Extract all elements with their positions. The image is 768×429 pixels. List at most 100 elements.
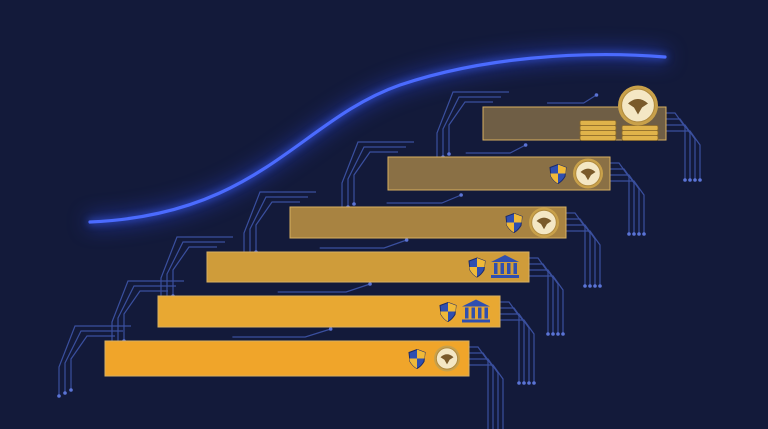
shield-quarter <box>550 173 558 184</box>
bank-column <box>478 307 482 319</box>
circuit-trace-left <box>64 330 123 393</box>
shield-quarter <box>440 311 448 322</box>
circuit-trace-right <box>469 358 499 429</box>
circuit-traces <box>57 91 702 429</box>
bank-roof <box>462 299 490 307</box>
circuit-trace-top <box>547 94 597 104</box>
circuit-node <box>594 93 599 97</box>
shield-quarter <box>417 349 425 359</box>
coin <box>621 125 659 131</box>
circuit-node <box>404 238 409 242</box>
shield-quarter <box>469 267 477 277</box>
circuit-trace-left <box>353 151 398 204</box>
staircase-steps <box>104 85 667 377</box>
circuit-node <box>593 284 597 288</box>
circuit-node <box>523 143 528 147</box>
circuit-trace-left <box>448 101 493 154</box>
bank-column <box>513 263 517 274</box>
shield-icon <box>468 257 486 278</box>
circuit-node <box>546 332 550 336</box>
eagle-emblem <box>440 354 454 365</box>
seal-icon <box>434 345 460 372</box>
shield-quarter <box>477 258 485 267</box>
circuit-trace-left <box>70 335 115 390</box>
circuit-trace-right <box>500 307 525 383</box>
circuit-node <box>447 152 451 156</box>
circuit-trace-right <box>566 230 601 286</box>
coin-stack-icon <box>579 120 659 141</box>
bank-column <box>471 307 475 319</box>
circuit-trace-right <box>610 162 630 234</box>
bank-column <box>484 307 488 319</box>
circuit-node <box>683 178 687 182</box>
step-bar <box>289 206 567 239</box>
circuit-trace-left <box>442 96 501 157</box>
circuit-trace-top <box>465 144 526 154</box>
bank-icon <box>491 255 519 278</box>
bank-column <box>507 263 511 274</box>
circuit-node <box>632 232 636 236</box>
circuit-trace-right <box>529 275 564 334</box>
circuit-trace-right <box>566 218 591 286</box>
circuit-trace-left <box>436 91 509 160</box>
circuit-node <box>598 284 602 288</box>
circuit-trace-right <box>666 124 696 180</box>
bank-base <box>491 275 519 278</box>
circuit-trace-right <box>566 224 596 286</box>
circuit-trace-left <box>172 246 217 296</box>
circuit-node <box>688 178 692 182</box>
eagle-emblem <box>580 168 596 181</box>
circuit-trace-top <box>277 283 371 293</box>
shield-icon <box>439 301 457 323</box>
circuit-trace-top <box>386 194 462 204</box>
circuit-trace-right <box>469 364 504 429</box>
circuit-node <box>583 284 587 288</box>
bank-column <box>494 263 498 274</box>
bank-base <box>462 319 490 323</box>
shield-icon <box>549 163 567 185</box>
shield-icon <box>505 212 523 234</box>
circuit-trace-left <box>117 285 176 344</box>
circuit-trace-left <box>249 196 308 255</box>
circuit-node <box>637 232 641 236</box>
circuit-trace-left <box>347 146 406 207</box>
shield-quarter <box>448 302 456 312</box>
circuit-node <box>642 232 646 236</box>
growth-curve <box>88 53 667 224</box>
shield-quarter <box>506 222 514 233</box>
shield-quarter <box>409 358 417 369</box>
bank-roof <box>491 255 519 262</box>
step-1 <box>104 340 470 377</box>
circuit-trace-left <box>123 290 168 341</box>
circuit-trace-right <box>666 118 691 180</box>
coin <box>579 125 617 131</box>
circuit-node <box>561 332 565 336</box>
bank-column <box>465 307 469 319</box>
circuit-trace-right <box>529 263 554 334</box>
circuit-node <box>527 381 531 385</box>
shield-quarter <box>558 164 566 174</box>
circuit-node <box>698 178 702 182</box>
circuit-trace-right <box>666 130 701 180</box>
circuit-node <box>693 178 697 182</box>
step-3 <box>206 251 530 283</box>
circuit-trace-left <box>243 191 316 258</box>
circuit-trace-left <box>160 236 233 302</box>
circuit-trace-right <box>610 174 640 234</box>
circuit-node <box>556 332 560 336</box>
coin <box>579 120 617 126</box>
seal-icon <box>573 158 603 189</box>
bank-icon <box>462 299 490 323</box>
step-5 <box>387 156 611 191</box>
seal-icon <box>618 85 658 126</box>
step-4 <box>289 206 567 239</box>
circuit-trace-left <box>255 201 300 252</box>
seal-icon <box>529 207 559 238</box>
circuit-trace-left <box>166 241 225 299</box>
eagle-emblem <box>628 99 648 115</box>
coin <box>579 135 617 141</box>
circuit-node <box>532 381 536 385</box>
circuit-trace-right <box>666 112 686 180</box>
circuit-node <box>352 202 356 206</box>
circuit-trace-left <box>341 141 414 210</box>
